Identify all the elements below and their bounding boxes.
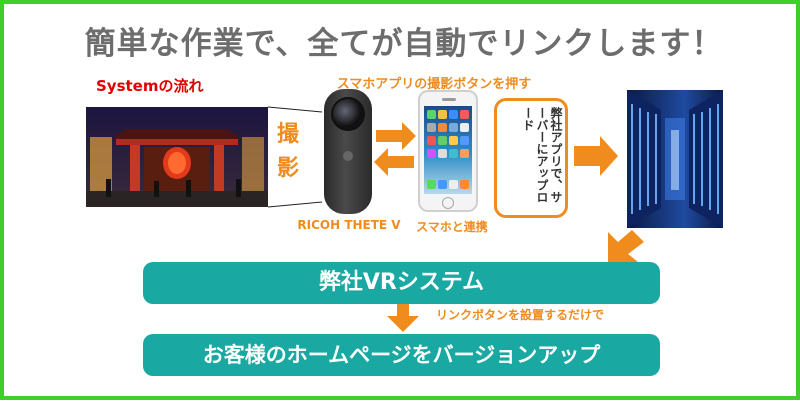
arrow-down-icon <box>387 304 419 332</box>
arrow-right-icon <box>376 122 416 150</box>
camera-icon <box>324 89 372 214</box>
shoot-label: 撮影 <box>276 122 299 181</box>
homepage-upgrade-bar: お客様のホームページをバージョンアップ <box>143 334 660 376</box>
arrow-left-icon <box>374 148 414 176</box>
temple-photo <box>86 107 268 207</box>
link-caption: リンクボタンを設置するだけで <box>436 308 605 322</box>
vr-system-bar: 弊社VRシステム <box>143 262 660 304</box>
arrow-down-icon <box>608 230 644 262</box>
smartphone-icon <box>418 90 478 212</box>
upload-text: 弊社アプリで、サーバーにアップロード <box>521 107 563 203</box>
camera-label: RICOH THETE V <box>297 218 401 232</box>
upload-box: 弊社アプリで、サーバーにアップロード <box>494 98 568 218</box>
headline: 簡単な作業で、全てが自動でリンクします！ <box>84 26 724 62</box>
system-flow-label: Systemの流れ <box>96 77 204 95</box>
arrow-right-icon <box>574 136 618 176</box>
server-rack-icon <box>627 90 723 228</box>
phone-label: スマホと連携 <box>416 220 488 234</box>
top-caption: スマホアプリの撮影ボタンを押す <box>336 77 532 92</box>
